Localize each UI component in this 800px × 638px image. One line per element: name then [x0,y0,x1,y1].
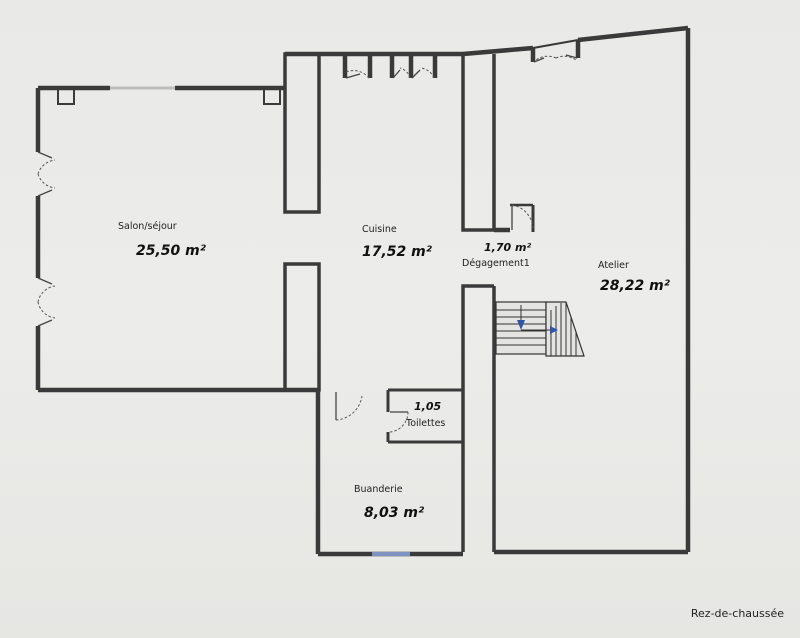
floor-caption: Rez-de-chaussée [690,607,784,620]
degagement-area: 1,70 m² [484,241,531,254]
salon-area: 25,50 m² [136,243,207,259]
buanderie-name: Buanderie [354,484,403,495]
salon-left-doors [37,151,56,327]
atelier-name: Atelier [598,260,629,271]
buanderie-area: 8,03 m² [364,505,425,521]
label-toilettes: 1,05 Toilettes [405,400,445,429]
cuisine-walls [283,51,510,552]
toilettes-area: 1,05 [414,400,441,413]
degagement-walls [510,203,535,232]
salon-walls [35,85,320,393]
atelier-area: 28,22 m² [600,278,671,294]
label-atelier: Atelier 28,22 m² [598,260,671,294]
label-salon: Salon/séjour 25,50 m² [118,221,207,259]
staircase [495,301,585,357]
atelier-walls [462,25,691,555]
degagement-name: Dégagement1 [462,258,530,269]
buanderie-walls [315,388,463,557]
label-degagement: 1,70 m² Dégagement1 [462,241,531,269]
label-buanderie: Buanderie 8,03 m² [354,484,425,521]
salon-name: Salon/séjour [118,221,177,232]
cuisine-name: Cuisine [362,224,397,235]
cuisine-area: 17,52 m² [362,244,433,260]
label-cuisine: Cuisine 17,52 m² [362,224,433,260]
toilettes-name: Toilettes [405,418,445,429]
cuisine-doors [345,67,435,79]
